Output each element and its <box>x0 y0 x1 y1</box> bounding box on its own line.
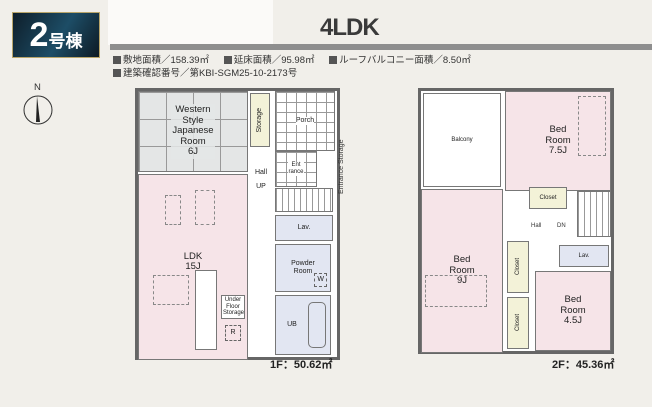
bathtub <box>308 302 326 348</box>
label: Bed <box>549 124 567 136</box>
label: Storage <box>256 107 264 133</box>
closet: Closet <box>529 187 567 209</box>
label: Room <box>560 304 586 316</box>
label: Powder <box>291 260 315 268</box>
label: UP <box>256 183 266 190</box>
label: Hall <box>254 169 268 177</box>
info-line-2: 建築確認番号／第KBI-SGM25-10-2173号 <box>113 65 309 79</box>
label: Closet <box>514 258 521 276</box>
bed <box>578 96 606 156</box>
closet: Closet <box>507 297 529 349</box>
roof-balcony-area: ルーフバルコニー面積／8.50㎡ <box>329 55 471 66</box>
stairs <box>275 188 333 212</box>
permit-number: 建築確認番号／第KBI-SGM25-10-2173号 <box>113 68 297 79</box>
underfloor-storage: Under Floor Storage <box>221 295 245 319</box>
label: Japanese <box>172 125 214 137</box>
building-number: 2 <box>29 15 49 54</box>
porch: Porch <box>275 91 335 151</box>
kitchen-counter <box>195 270 217 350</box>
label: Closet <box>514 314 521 332</box>
floor1-plan: Western Style Japanese Room 6J Storage P… <box>135 88 340 360</box>
label: Lav. <box>578 252 590 259</box>
dining-table <box>153 275 189 305</box>
japanese-room: Western Style Japanese Room 6J <box>138 91 248 172</box>
layout-type: 4LDK <box>320 14 380 41</box>
label: Room <box>180 135 206 147</box>
label: 4.5J <box>564 315 582 327</box>
unit-bath: UB <box>275 295 331 355</box>
blank-label-area <box>108 0 273 45</box>
label: Bed <box>453 254 471 266</box>
label: LDK <box>183 250 203 262</box>
stairs <box>577 191 611 237</box>
building-suffix: 号棟 <box>48 31 83 51</box>
info-line-1: 敷地面積／158.39㎡ 延床面積／95.98㎡ ルーフバルコニー面積／8.50… <box>113 52 483 66</box>
hall-label: Hall <box>531 223 542 229</box>
floor-area: 延床面積／95.98㎡ <box>223 55 314 66</box>
label: Style <box>182 114 204 126</box>
entrance-storage-label: Entrance Storage <box>338 139 345 194</box>
lavatory: Lav. <box>275 215 333 241</box>
floor1-area: 1F：50.62㎡ <box>270 359 333 371</box>
fridge: R <box>225 325 241 341</box>
label: 7.5J <box>549 145 567 157</box>
label: rance <box>288 169 304 175</box>
label: Bed <box>564 294 582 306</box>
label: UB <box>287 321 297 329</box>
tv-stand <box>195 190 215 225</box>
floor2-area: 2F：45.36㎡ <box>552 359 615 371</box>
divider-bar <box>110 44 652 50</box>
label: Ent <box>291 162 301 169</box>
label: Porch <box>295 117 315 125</box>
storage: Storage <box>250 93 270 147</box>
label: 9J <box>456 275 468 287</box>
building-badge: 2 号棟 <box>12 12 100 58</box>
label: Balcony <box>451 136 473 143</box>
label: Room <box>449 264 475 276</box>
site-area: 敷地面積／158.39㎡ <box>113 55 209 66</box>
sofa <box>165 195 181 225</box>
closet: Closet <box>507 241 529 293</box>
washer: W <box>314 273 327 287</box>
label: Closet <box>539 194 557 201</box>
balcony: Balcony <box>423 93 501 187</box>
compass-north-label: N <box>34 82 41 93</box>
compass-icon: N <box>22 82 56 128</box>
label: Room <box>293 268 313 275</box>
label: Lav. <box>297 224 311 232</box>
label: 15J <box>185 261 201 272</box>
hall: Hall UP <box>250 149 272 211</box>
label: Room <box>545 134 571 146</box>
label: Western <box>175 104 211 116</box>
lavatory: Lav. <box>559 245 609 267</box>
bed <box>425 275 487 307</box>
dn-label: DN <box>557 223 566 229</box>
label: 6J <box>187 146 199 158</box>
